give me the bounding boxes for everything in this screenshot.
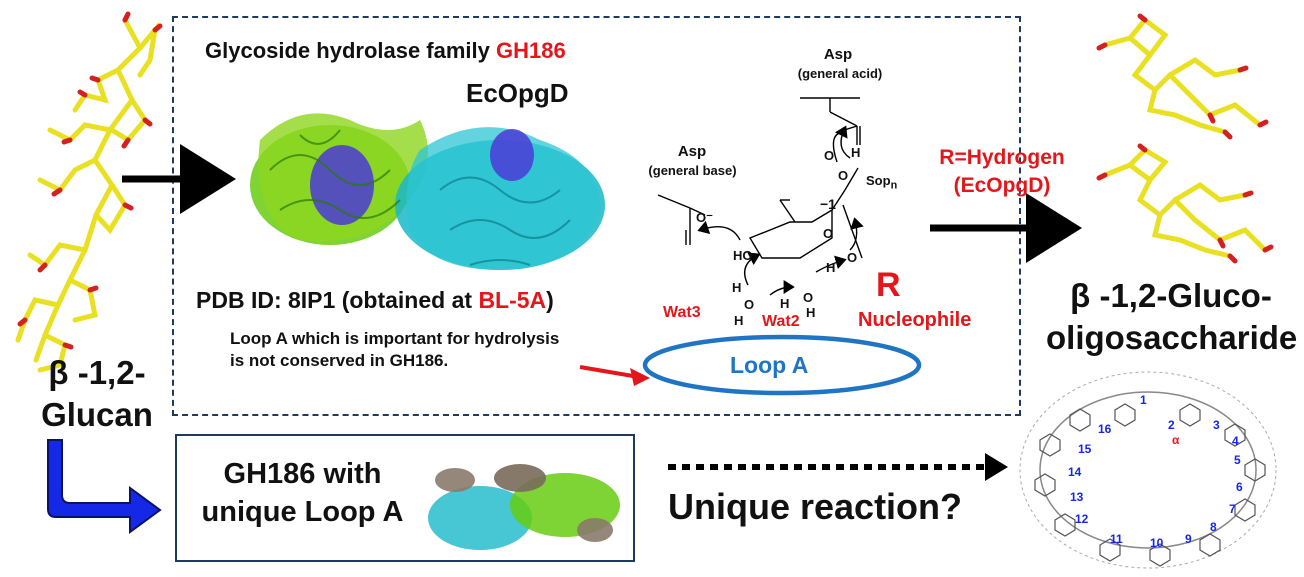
box2-line1: GH186 with	[223, 458, 382, 490]
r-hydrogen-line1: R=Hydrogen	[939, 146, 1065, 169]
loop-a-note: Loop A which is important for hydrolysis…	[230, 329, 560, 370]
red-pointer-arrowhead	[630, 368, 650, 386]
ring-number-15: 15	[1078, 442, 1092, 456]
r-hydrogen-label: R=Hydrogen (EcOpgD)	[927, 144, 1077, 200]
ring-number-10: 10	[1150, 536, 1164, 550]
mechanism-panel	[172, 16, 1021, 416]
ring-number-1: 1	[1140, 393, 1147, 407]
wat2-h2: H	[806, 305, 816, 320]
cyclic-glucan-diagram	[1019, 371, 1277, 569]
gh186-unique-box	[175, 434, 635, 562]
ho-label: HO	[733, 248, 753, 263]
r-label: R	[876, 266, 901, 304]
ring-number-12: 12	[1075, 512, 1089, 526]
panel-title: Glycoside hydrolase family GH186	[205, 38, 566, 64]
mechanism-drawing	[657, 97, 864, 296]
minus-one-label: −1	[820, 196, 836, 212]
loop-a-ellipse	[642, 334, 922, 396]
wat3-label: Wat3	[663, 304, 701, 321]
ring-number-6: 6	[1236, 480, 1243, 494]
gh186-unique-text: GH186 with unique Loop A	[190, 455, 415, 531]
nuc-o: O	[847, 250, 858, 265]
wat2-h1: H	[780, 296, 790, 311]
substrate-line2: Glucan	[41, 396, 153, 433]
loop-a-label: Loop A	[730, 352, 809, 378]
glucan-stick-model	[15, 11, 163, 373]
gh186-unique-structure	[428, 464, 620, 550]
ring-number-2: 2	[1168, 418, 1175, 432]
substrate-line1: β -1,2-	[48, 354, 146, 391]
red-pointer-arrow	[579, 365, 634, 378]
ring-number-7: 7	[1229, 502, 1236, 516]
alpha-label: α	[1172, 433, 1180, 447]
product-line2: oligosaccharide	[1046, 319, 1298, 356]
ring-o-label: O	[823, 226, 834, 241]
enzyme-label: EcOpgD	[466, 78, 569, 108]
ring-number-3: 3	[1213, 418, 1220, 432]
glycosidic-o-label: O	[838, 168, 849, 183]
ecopgd-structure	[250, 113, 605, 270]
blue-bent-arrow	[47, 439, 162, 534]
sop-subscript: n	[890, 179, 898, 192]
ring-number-5: 5	[1234, 453, 1241, 467]
acid-h-label: H	[851, 145, 861, 160]
title-prefix: Glycoside hydrolase family	[205, 38, 497, 63]
pdb-beamline: BL-5A	[478, 287, 547, 313]
nuc-h: H	[826, 260, 836, 275]
ring-number-13: 13	[1070, 490, 1084, 504]
product-line1: β -1,2-Gluco-	[1070, 277, 1272, 314]
nucleophile-label: Nucleophile	[858, 309, 972, 331]
ring-number-9: 9	[1185, 532, 1192, 546]
wat2-o: O	[803, 290, 814, 305]
asp-acid-label: Asp	[823, 46, 853, 63]
ring-number-16: 16	[1098, 422, 1112, 436]
pdb-prefix: PDB ID: 8IP1 (obtained at	[196, 287, 479, 313]
product-label: β -1,2-Gluco- oligosaccharide	[1046, 275, 1298, 359]
product-stick-models	[1096, 13, 1274, 264]
r-hydrogen-line2: (EcOpgD)	[953, 174, 1051, 197]
ring-number-8: 8	[1210, 520, 1217, 534]
title-family: GH186	[496, 38, 566, 63]
box2-line2: unique Loop A	[201, 496, 404, 528]
base-o-minus-label: O⁻	[696, 210, 713, 225]
wat2-label: Wat2	[762, 313, 800, 330]
asp-base-label: Asp	[677, 143, 707, 160]
dotted-arrowhead	[985, 453, 1008, 481]
ring-number-11: 11	[1110, 532, 1123, 546]
wat3-o: O	[744, 297, 755, 312]
pdb-id-line: PDB ID: 8IP1 (obtained at BL-5A)	[196, 287, 554, 314]
pdb-suffix: )	[546, 287, 554, 313]
asp-acid-role: (general acid)	[797, 66, 883, 81]
ring-number-14: 14	[1068, 465, 1082, 479]
unique-reaction-label: Unique reaction?	[668, 486, 963, 527]
wat3-h2: H	[734, 313, 744, 328]
substrate-label: β -1,2- Glucan	[22, 352, 172, 436]
acid-o-label: O	[824, 148, 835, 163]
sop-label: Sopn	[866, 173, 897, 192]
ring-number-4: 4	[1232, 434, 1239, 448]
wat3-h1: H	[732, 280, 742, 295]
asp-base-role: (general base)	[648, 163, 737, 178]
sop-text: Sop	[866, 173, 891, 188]
